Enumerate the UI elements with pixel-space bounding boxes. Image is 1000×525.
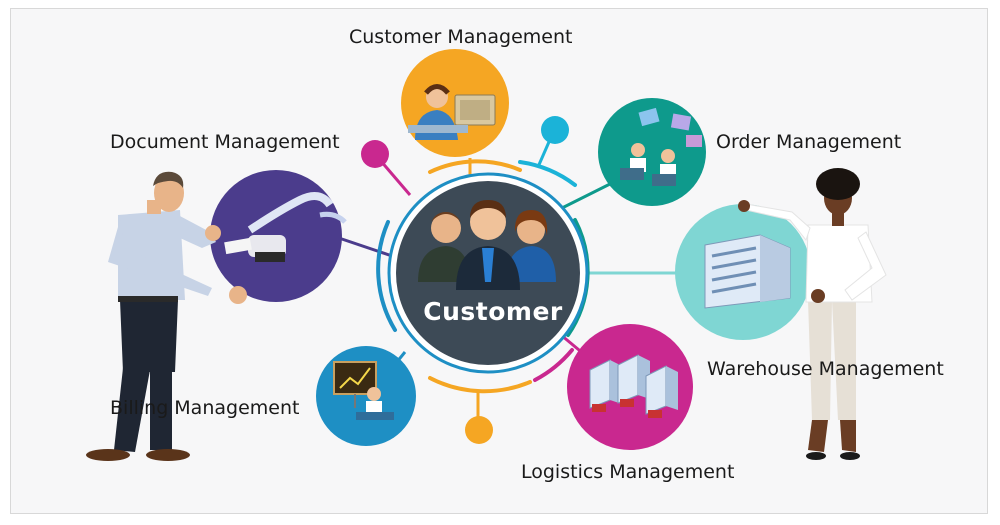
node-label-customer-management: Customer Management — [349, 26, 573, 48]
node-label-billing-management: Billing Management — [110, 397, 300, 419]
hub-arc-left-blue — [376, 220, 397, 332]
accent-dot-orange — [465, 416, 493, 444]
hub-arc-top-orange — [428, 159, 522, 174]
node-label-warehouse-management: Warehouse Management — [707, 358, 944, 380]
warehouse-building-icon — [704, 234, 791, 309]
woman-figure — [738, 168, 887, 460]
hub-arc-bottom-orange — [428, 376, 532, 394]
node-label-logistics-management: Logistics Management — [521, 461, 735, 483]
accent-dot-cyan — [541, 116, 569, 144]
presentation-chart-icon — [333, 361, 394, 420]
connector-magenta-dot — [378, 159, 412, 196]
customer-group-icon — [418, 200, 556, 290]
team-computers-icon — [620, 107, 702, 186]
paper-printer-icon — [224, 192, 347, 262]
hub-arc-bottom-magenta — [533, 348, 574, 382]
node-label-document-management: Document Management — [110, 131, 340, 153]
hub-arc-top-cyan — [518, 160, 577, 187]
man-presenter-figure — [86, 171, 247, 461]
helpdesk-icon — [408, 84, 496, 140]
delivery-trucks-icon — [589, 354, 678, 418]
node-label-order-management: Order Management — [716, 131, 902, 153]
accent-dot-magenta — [361, 140, 389, 168]
hub-label: Customer — [423, 297, 563, 326]
connector-order-management — [557, 178, 619, 212]
